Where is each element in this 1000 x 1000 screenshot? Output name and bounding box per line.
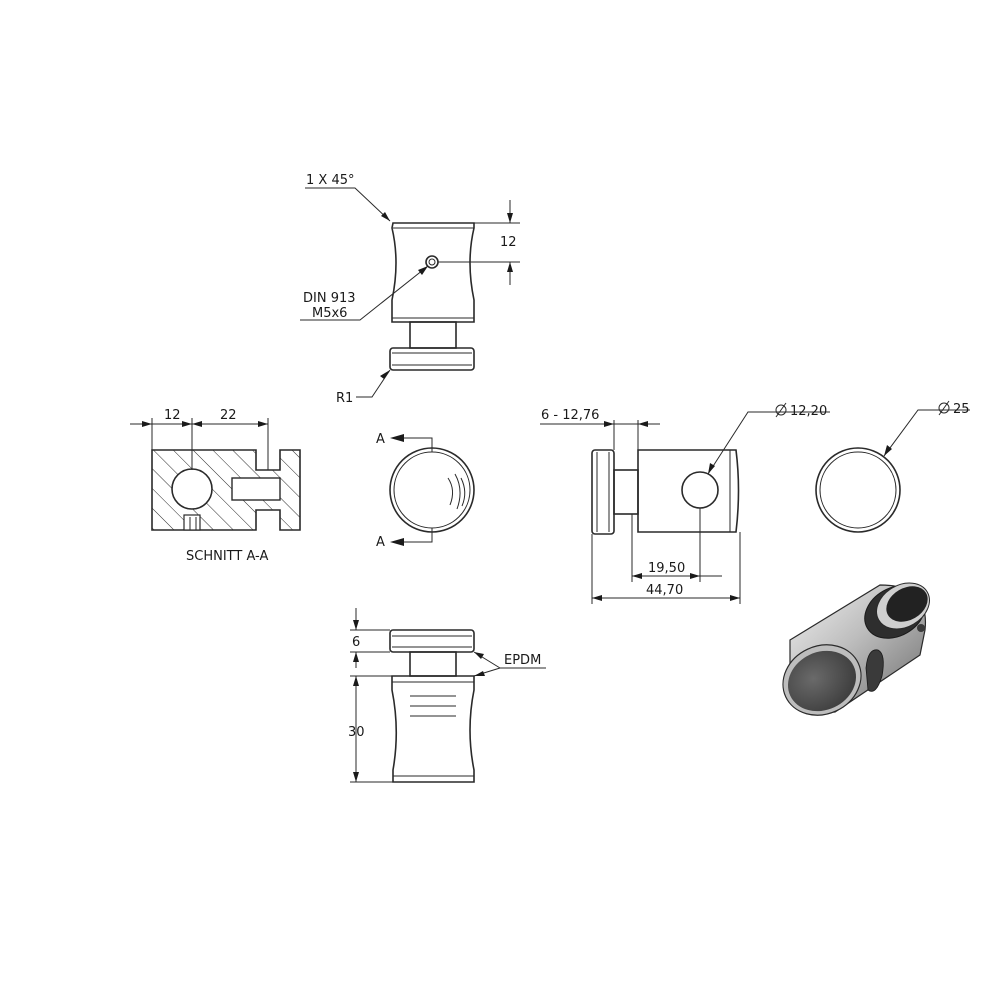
set-screw-inner [428, 258, 436, 266]
setscrew-arrow [418, 266, 428, 275]
outer-dia-leader [883, 409, 970, 457]
gap-dim-label: 6 - 12,76 [541, 408, 599, 423]
section-mark-top-label: A [376, 432, 385, 447]
setscrew-label-line1: DIN 913 [303, 291, 356, 306]
sec-dim-arrow-mid-l [182, 421, 192, 427]
sec-dim-arrow-right [258, 421, 268, 427]
dim30-label: 30 [348, 725, 365, 740]
dim12-top-label: 12 [500, 235, 517, 250]
end-view: A A [376, 432, 475, 550]
chamfer-leader [305, 187, 391, 222]
bottom-view: 6 30 EPDM [348, 608, 546, 783]
gap-arrow-right [638, 421, 648, 427]
top-view: 1 X 45° 12 DIN 913 M5x6 R1 [300, 173, 520, 406]
epdm-arrow-1 [474, 652, 484, 659]
section-mark-top-line [392, 437, 433, 452]
sec-dim-arrow-left [142, 421, 152, 427]
dim6-label: 6 [352, 635, 360, 650]
gap-arrow-left [604, 421, 614, 427]
section-hole [171, 468, 213, 510]
outer-circle [815, 447, 901, 533]
iso-cap-recess [886, 586, 928, 622]
iso-front-face [787, 650, 857, 712]
dim6-arrow-bottom [353, 652, 359, 662]
bottom-neck [409, 651, 457, 677]
outer-dia-arrow [884, 445, 892, 456]
radius-label: R1 [336, 391, 353, 406]
sec-dim-12-label: 12 [164, 408, 181, 423]
end-view-shade1 [447, 477, 454, 506]
hole-pos-arrow-right [690, 573, 700, 579]
iso-slot [865, 649, 884, 692]
bottom-body [391, 675, 475, 783]
section-view: 12 22 SCHNITT A-A [130, 408, 301, 564]
diameter-symbol-icon [775, 402, 787, 418]
total-arrow-right [730, 595, 740, 601]
chamfer-arrow [381, 212, 390, 221]
setscrew-leader [300, 265, 429, 321]
iso-render [782, 582, 930, 716]
hole-pos-arrow-left [632, 573, 642, 579]
sec-dim-22-label: 22 [220, 408, 237, 423]
section-mark-bottom-label: A [376, 535, 385, 550]
chamfer-label: 1 X 45° [306, 173, 354, 188]
hole-dia-leader [707, 411, 830, 475]
top-cap-disc [389, 347, 475, 371]
outer-dia-view: 25 [815, 400, 970, 533]
side-view: 6 - 12,76 12,20 19,50 44,70 [540, 402, 830, 604]
setscrew-label-line2: M5x6 [312, 306, 347, 321]
hole-pos-label: 19,50 [648, 561, 685, 576]
section-slot [231, 477, 281, 501]
dim12-arrow-bottom [507, 262, 513, 272]
epdm-label: EPDM [504, 653, 541, 668]
epdm-arrow-2 [474, 671, 485, 676]
section-title: SCHNITT A-A [186, 549, 268, 564]
bottom-cap-disc [389, 629, 475, 653]
outer-dia-label: 25 [953, 402, 970, 417]
total-arrow-left [592, 595, 602, 601]
iso-screw [917, 624, 925, 632]
end-view-inner [393, 451, 471, 529]
side-hole [681, 471, 719, 509]
dim12-arrow-top [507, 213, 513, 223]
side-neck [613, 469, 639, 515]
end-view-shade2 [454, 473, 461, 510]
hole-dia-label: 12,20 [790, 404, 827, 419]
section-mark-top-arrow [390, 434, 404, 442]
side-body [637, 449, 740, 533]
dim6-arrow-top [353, 620, 359, 630]
sec-dim-arrow-mid-r [192, 421, 202, 427]
diameter-symbol-outer-icon [938, 400, 950, 416]
radius-arrow [380, 370, 390, 379]
dim30-arrow-bottom [353, 772, 359, 782]
outer-circle-inner [819, 451, 897, 529]
hole-dia-arrow [708, 463, 715, 474]
end-view-shade3 [460, 477, 466, 507]
section-mark-bottom-arrow [390, 538, 404, 546]
top-neck [409, 321, 457, 349]
top-body-outline [391, 222, 475, 323]
end-view-outer [389, 447, 475, 533]
side-cap-disc [591, 449, 615, 535]
section-screw-hole [183, 514, 201, 531]
dim30-arrow-top [353, 676, 359, 686]
section-mark-bottom-line [392, 528, 433, 543]
total-len-label: 44,70 [646, 583, 683, 598]
